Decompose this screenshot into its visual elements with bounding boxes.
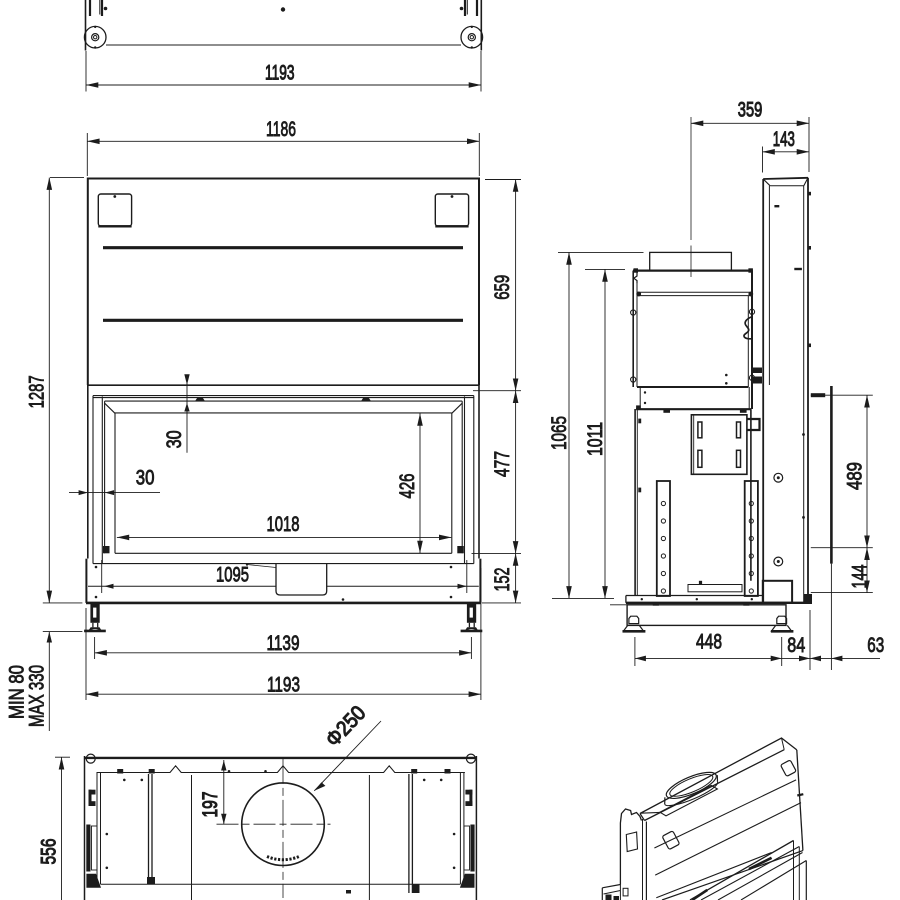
svg-text:359: 359 [738, 98, 763, 121]
svg-text:197: 197 [199, 792, 222, 818]
svg-text:1193: 1193 [267, 674, 300, 697]
svg-text:30: 30 [136, 466, 155, 489]
svg-text:30: 30 [163, 430, 186, 448]
svg-text:152: 152 [491, 568, 514, 592]
svg-text:556: 556 [38, 839, 61, 865]
svg-text:1193: 1193 [265, 62, 295, 85]
svg-text:Φ250: Φ250 [321, 702, 370, 752]
svg-text:426: 426 [396, 474, 419, 499]
svg-text:477: 477 [491, 451, 514, 477]
svg-text:1287: 1287 [25, 375, 48, 408]
svg-text:1186: 1186 [266, 118, 296, 141]
svg-text:1065: 1065 [548, 416, 571, 450]
svg-text:84: 84 [787, 634, 805, 657]
svg-text:659: 659 [491, 275, 514, 300]
svg-text:63: 63 [867, 634, 884, 657]
svg-text:1018: 1018 [267, 513, 300, 536]
svg-text:MAX 330: MAX 330 [26, 665, 49, 727]
svg-text:1095: 1095 [216, 564, 249, 587]
svg-text:1011: 1011 [584, 422, 607, 456]
svg-text:448: 448 [696, 631, 722, 654]
svg-text:1139: 1139 [267, 632, 300, 655]
svg-text:143: 143 [773, 128, 795, 151]
svg-text:489: 489 [844, 462, 867, 490]
svg-text:MIN 80: MIN 80 [6, 665, 29, 719]
svg-text:144: 144 [849, 564, 872, 588]
